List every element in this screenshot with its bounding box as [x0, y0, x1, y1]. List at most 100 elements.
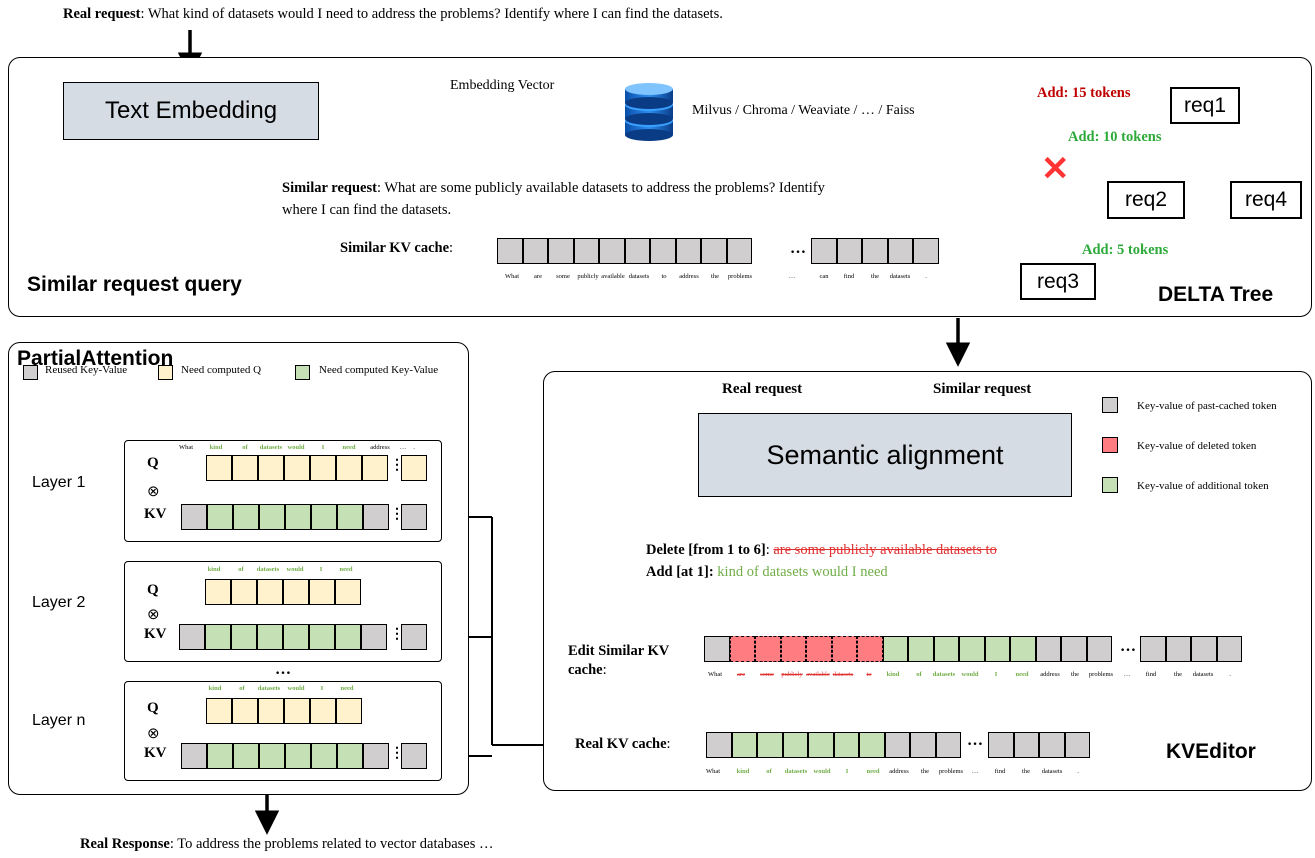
similar-kv-token: publicly: [577, 273, 599, 280]
real-kv-cell: [1039, 732, 1065, 758]
similar-kv-token: datasets: [628, 273, 650, 280]
edit-kv-cell: [1035, 636, 1061, 662]
edit-kv-token: some: [760, 671, 774, 678]
tree-node-req3: req3: [1020, 263, 1096, 300]
delete-text: are some publicly available datasets to: [773, 542, 997, 558]
layer2-q-cell: [205, 579, 231, 605]
layer2-label: Layer 2: [32, 594, 86, 611]
add-text: kind of datasets would I need: [717, 564, 888, 580]
vector-db-list: Milvus / Chroma / Weaviate / … / Faiss: [692, 103, 915, 118]
edit-kv-token: .: [1229, 671, 1231, 678]
edit-kv-token: are: [737, 671, 745, 678]
layern-q-cell: [232, 698, 258, 724]
layer1-token: I: [321, 444, 325, 451]
tree-node-req2: req2: [1107, 181, 1185, 219]
layer1-token: .: [413, 444, 415, 451]
kv-label: KV: [144, 506, 167, 522]
edit-kv-added-cell: [984, 636, 1010, 662]
layern-q-cell: [310, 698, 336, 724]
real-kv-cell: [706, 732, 732, 758]
edit-kv-deleted-cell: [831, 636, 857, 662]
header-request: Real request: What kind of datasets woul…: [63, 6, 723, 23]
edit-kv-colon: :: [602, 662, 607, 678]
layer1-q-cell: [310, 455, 336, 481]
layern-kv-cell: [259, 743, 285, 769]
edit-kv-added-cell: [959, 636, 985, 662]
legend-reused-label: Reused Key-Value: [45, 364, 128, 376]
layer1-kv-cell: [337, 504, 363, 530]
similar-kv-cell: [624, 238, 650, 264]
edit-kv-cell: [1191, 636, 1217, 662]
real-kv-cell: [910, 732, 936, 758]
similar-kv-token: can: [819, 273, 829, 280]
similar-request-query-title: Similar request query: [27, 273, 242, 296]
layer2-kv-cell: [401, 624, 427, 650]
layer1-kv-cell: [181, 504, 207, 530]
layern-label: Layer n: [32, 712, 86, 729]
similar-kv-cache-label: Similar KV cache:: [340, 240, 454, 256]
layern-token: would: [287, 685, 305, 692]
kveditor-title: KVEditor: [1166, 740, 1256, 763]
delete-instruction: Delete [from 1 to 6]: are some publicly …: [646, 542, 997, 558]
similar-kv-token: problems: [727, 273, 753, 280]
kveditor-similar-request: Similar request: [933, 381, 1032, 397]
edit-kv-token: of: [916, 671, 922, 678]
delete-label: Delete [from 1 to 6]: [646, 542, 766, 558]
real-kv-token: What: [705, 768, 721, 775]
edit-kv-token: to: [866, 671, 872, 678]
edit-kv-deleted-cell: [755, 636, 781, 662]
similar-request-label: Similar request: [282, 180, 377, 196]
real-kv-ellipsis: …: [967, 732, 983, 749]
layer1-q-cell: [284, 455, 310, 481]
edit-kv-cell: [1216, 636, 1242, 662]
layer1-q-cell: [401, 455, 427, 481]
similar-kv-cell: [887, 238, 913, 264]
tree-label-add15: Add: 15 tokens: [1035, 85, 1133, 102]
layer1-token: kind: [209, 444, 223, 451]
layer2-token: would: [286, 566, 304, 573]
vdots-symbol: ⋮: [390, 458, 404, 473]
edit-kv-token: problems: [1088, 671, 1114, 678]
layern-kv-cell: [337, 743, 363, 769]
real-kv-label: Real KV cache: [575, 736, 667, 752]
layern-token: kind: [208, 685, 222, 692]
text-embedding-block: Text Embedding: [63, 82, 319, 140]
q-label: Q: [147, 582, 159, 598]
edit-kv-token: publicly: [781, 671, 803, 678]
footer-text: : To address the problems related to vec…: [169, 836, 494, 852]
edit-kv-token: address: [1040, 671, 1060, 678]
tree-node-req1: req1: [1170, 87, 1240, 124]
edit-kv-deleted-cell: [857, 636, 883, 662]
edit-kv-cell: [1086, 636, 1112, 662]
kv-label: KV: [144, 626, 167, 642]
edit-kv-token: datasets: [932, 671, 956, 678]
similar-kv-token: datasets: [889, 273, 911, 280]
layern-kv-cell: [181, 743, 207, 769]
header-text: : What kind of datasets would I need to …: [140, 6, 723, 22]
legend-additional-swatch: [1102, 477, 1118, 493]
text-embedding-label: Text Embedding: [104, 97, 278, 124]
real-kv-cell: [1013, 732, 1039, 758]
embedding-vector-label: Embedding Vector: [450, 78, 555, 93]
add-label: Add [at 1]:: [646, 564, 714, 580]
real-kv-added-cell: [757, 732, 783, 758]
layer1-kv-cell: [259, 504, 285, 530]
layer1-q-cell: [258, 455, 284, 481]
edit-kv-added-cell: [908, 636, 934, 662]
otimes-symbol: ⊗: [147, 484, 160, 500]
layer1-kv-cell: [363, 504, 389, 530]
similar-kv-token: the: [711, 273, 719, 280]
layer1-token: …: [399, 444, 407, 451]
edit-kv-added-cell: [933, 636, 959, 662]
similar-kv-token: address: [679, 273, 699, 280]
layer1-q-cell: [336, 455, 362, 481]
edit-kv-token: the: [1071, 671, 1079, 678]
real-kv-token: find: [994, 768, 1006, 775]
layer1-token: would: [287, 444, 305, 451]
layer2-kv-cell: [205, 624, 231, 650]
legend-deleted-swatch: [1102, 437, 1118, 453]
edit-kv-token: find: [1145, 671, 1157, 678]
layer1-kv-cell: [311, 504, 337, 530]
real-kv-added-cell: [782, 732, 808, 758]
database-icon: [625, 83, 673, 141]
